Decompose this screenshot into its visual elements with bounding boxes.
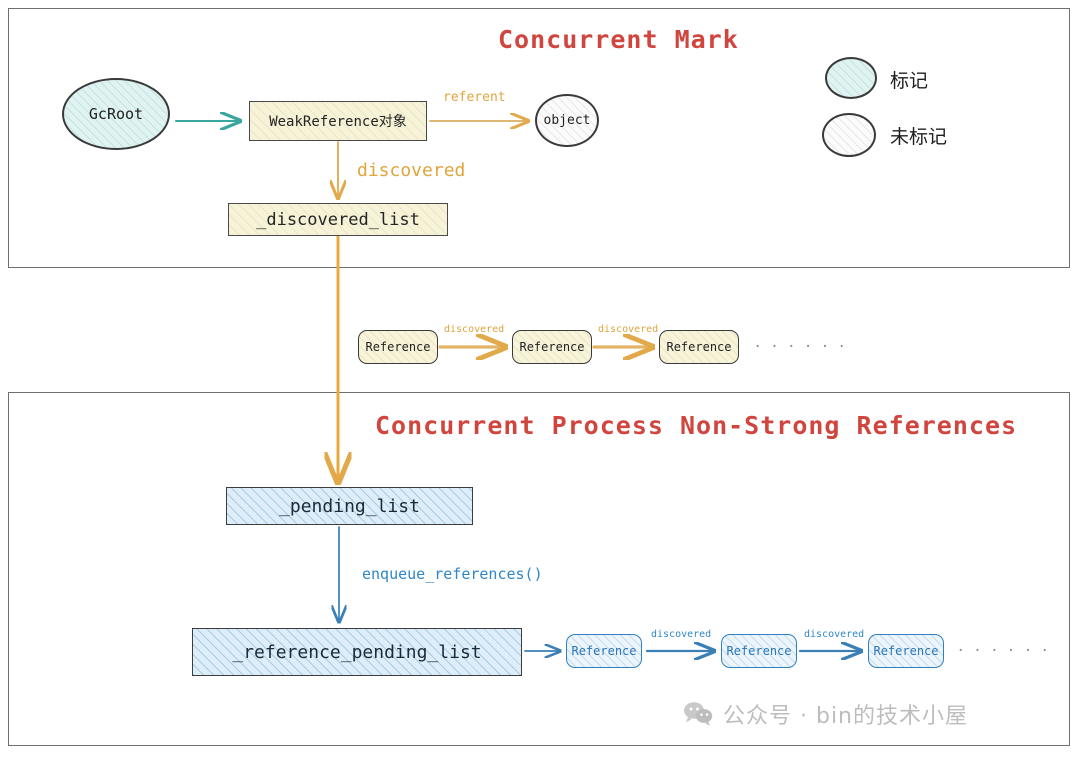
bottom-chain-reference-node: Reference	[868, 634, 944, 668]
node-discovered-list: _discovered_list	[228, 203, 448, 236]
node-object: object	[535, 94, 599, 147]
section-title-concurrent-process: Concurrent Process Non-Strong References	[375, 411, 1018, 440]
mid-chain-edge-label-discovered: discovered	[444, 324, 505, 335]
legend-swatch-marked-icon	[825, 57, 877, 99]
edge-label-enqueue-references: enqueue_references()	[362, 565, 543, 583]
section-panel-concurrent-process	[8, 392, 1070, 746]
edge-label-referent: referent	[443, 90, 506, 105]
section-panel-concurrent-mark	[8, 8, 1070, 268]
legend-label-marked: 标记	[890, 70, 929, 92]
node-pending-list: _pending_list	[226, 487, 473, 525]
legend-swatch-unmarked-icon	[822, 113, 876, 157]
node-weakreference-object: WeakReference对象	[249, 101, 427, 141]
bottom-chain-edge-label-discovered: discovered	[651, 629, 712, 640]
node-gcroot: GcRoot	[62, 78, 170, 150]
legend-label-unmarked: 未标记	[890, 126, 948, 148]
mid-chain-reference-node: Reference	[659, 330, 739, 364]
watermark-text: 公众号 · bin的技术小屋	[723, 704, 969, 729]
bottom-chain-edge-label-discovered: discovered	[804, 629, 865, 640]
watermark: 公众号 · bin的技术小屋	[683, 698, 968, 730]
mid-chain-ellipsis: · · · · · ·	[755, 337, 848, 357]
bottom-chain-reference-node: Reference	[721, 634, 797, 668]
section-title-concurrent-mark: Concurrent Mark	[498, 25, 739, 54]
wechat-icon	[684, 702, 713, 726]
bottom-chain-ellipsis: · · · · · ·	[958, 641, 1051, 661]
bottom-chain-reference-node: Reference	[566, 634, 642, 668]
edge-label-discovered: discovered	[357, 160, 466, 181]
mid-chain-reference-node: Reference	[512, 330, 592, 364]
node-reference-pending-list: _reference_pending_list	[192, 628, 522, 676]
mid-chain-reference-node: Reference	[358, 330, 438, 364]
mid-chain-edge-label-discovered: discovered	[598, 324, 659, 335]
